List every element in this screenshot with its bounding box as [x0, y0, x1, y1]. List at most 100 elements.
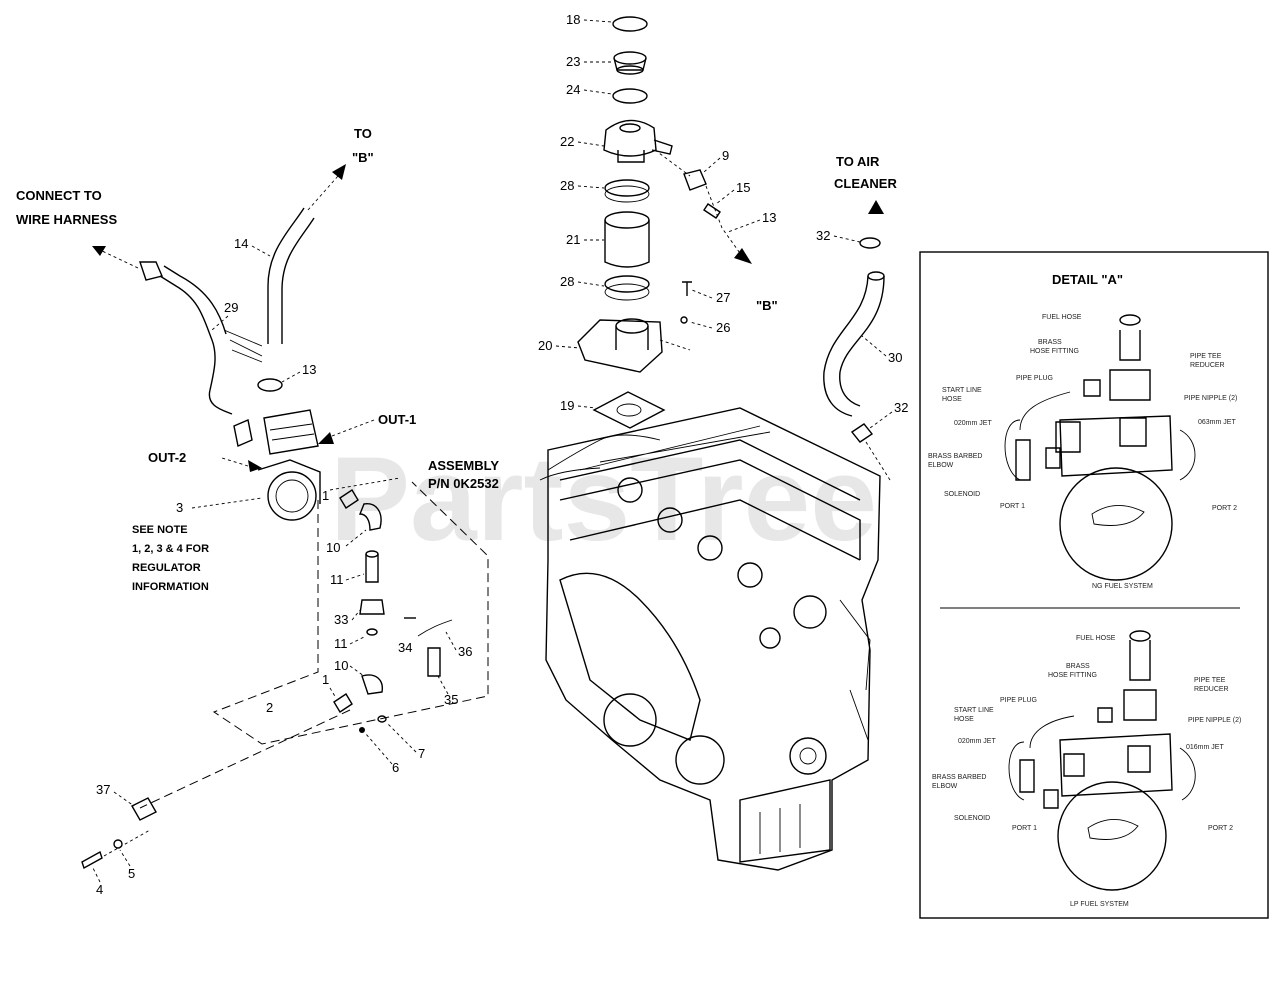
- part-30-hose: [823, 271, 885, 417]
- callout-2: 2: [266, 700, 273, 715]
- ng-elbow-1: BRASS BARBED: [928, 453, 982, 460]
- part-22-housing: [603, 119, 673, 163]
- lead-36: [445, 631, 457, 651]
- part-7-fitting: [377, 715, 387, 723]
- lead-4: [91, 865, 101, 883]
- ng-fuel-system-drawing: [1004, 314, 1196, 581]
- ng-fuel-hose: FUEL HOSE: [1042, 314, 1082, 321]
- arrow-harness: [92, 246, 106, 256]
- part-28-clamp-upper: [604, 179, 650, 203]
- ng-solenoid: SOLENOID: [944, 491, 980, 498]
- part-37-grommet: [131, 797, 157, 821]
- lead-18: [583, 19, 613, 23]
- callout-4: 4: [96, 882, 103, 897]
- leader-bolt: [103, 829, 151, 857]
- part-27-screw: [682, 281, 692, 296]
- lp-start-line-2: HOSE: [954, 716, 974, 723]
- lp-caption: LP FUEL SYSTEM: [1070, 901, 1129, 908]
- part-26-washer: [680, 316, 688, 324]
- mount-line: [139, 709, 351, 809]
- lp-pipe-tee-2: REDUCER: [1194, 686, 1229, 693]
- part-4-bolt: [81, 850, 103, 870]
- detail-a-title: DETAIL "A": [1052, 272, 1123, 287]
- lead-11b: [349, 635, 367, 645]
- callout-29: 29: [224, 300, 238, 315]
- part-13-clamp: [257, 378, 283, 392]
- callout-19: 19: [560, 398, 574, 413]
- arrow-out1: [318, 432, 334, 444]
- callout-10-lower: 10: [334, 658, 348, 673]
- lp-elbow-1: BRASS BARBED: [932, 774, 986, 781]
- callout-26: 26: [716, 320, 730, 335]
- part-23-cap: [613, 51, 647, 75]
- lead-15: [715, 189, 735, 205]
- callout-11-lower: 11: [334, 636, 348, 651]
- arrow-to-air: [868, 200, 884, 214]
- ng-pipe-tee-reducer-1: PIPE TEE: [1190, 353, 1222, 360]
- lp-start-line-1: START LINE: [954, 707, 994, 714]
- callout-36: 36: [458, 644, 472, 659]
- note-connect-1: CONNECT TO: [16, 188, 102, 203]
- ng-brass-hose-fitting-1: BRASS: [1038, 339, 1062, 346]
- part-28-clamp-lower: [604, 275, 650, 301]
- part-3-regulator: [233, 409, 321, 521]
- callout-33: 33: [334, 612, 348, 627]
- arrow-b: [734, 248, 752, 264]
- part-5-nut: [113, 839, 123, 849]
- callout-32-lower: 32: [894, 400, 908, 415]
- ng-caption: NG FUEL SYSTEM: [1092, 583, 1153, 590]
- part-10-elbow-lower: [361, 674, 383, 695]
- lead-26: [689, 321, 713, 329]
- lp-pipe-tee-1: PIPE TEE: [1194, 677, 1226, 684]
- lp-port1: PORT 1: [1012, 825, 1037, 832]
- ng-pipe-tee-reducer-2: REDUCER: [1190, 362, 1225, 369]
- lead-10b: [349, 665, 365, 677]
- part-11-tube-lower: [366, 628, 378, 636]
- lp-port2: PORT 2: [1208, 825, 1233, 832]
- ng-jet-right: 063mm JET: [1198, 419, 1236, 426]
- note-see-2: 1, 2, 3 & 4 FOR: [132, 543, 209, 555]
- part-29-wire-harness: [139, 261, 263, 415]
- lead-6: [365, 733, 393, 765]
- part-10-elbow-upper: [358, 503, 382, 531]
- lead-3: [191, 497, 263, 509]
- note-b: "B": [756, 298, 778, 313]
- lead-28a: [577, 185, 605, 189]
- lead-27: [691, 289, 713, 299]
- engine-block: [539, 407, 881, 871]
- callout-32-upper: 32: [816, 228, 830, 243]
- lp-jet-right: 016mm JET: [1186, 744, 1224, 751]
- part-11-tube-upper: [365, 550, 379, 583]
- ng-start-line-2: HOSE: [942, 396, 962, 403]
- callout-3: 3: [176, 500, 183, 515]
- ng-port2: PORT 2: [1212, 505, 1237, 512]
- part-1-fitting-lower: [333, 693, 353, 713]
- detail-a-panel: [919, 251, 1269, 919]
- lp-brass-1: BRASS: [1066, 663, 1090, 670]
- part-14-hose: [267, 207, 315, 344]
- note-out1: OUT-1: [378, 412, 416, 427]
- note-to-air-2: CLEANER: [834, 176, 897, 191]
- lead-13b: [281, 371, 301, 383]
- part-35-bracket: [427, 647, 441, 677]
- callout-28-lower: 28: [560, 274, 574, 289]
- ng-pipe-plug: PIPE PLUG: [1016, 375, 1053, 382]
- callout-11-upper: 11: [330, 572, 344, 587]
- part-24-oring: [612, 88, 648, 104]
- part-9-fitting: [683, 169, 707, 191]
- callout-13-left: 13: [302, 362, 316, 377]
- note-to-air-1: TO AIR: [836, 154, 880, 169]
- lead-19: [577, 405, 597, 409]
- callout-23: 23: [566, 54, 580, 69]
- leader-out2: [221, 457, 249, 467]
- note-see-4: INFORMATION: [132, 581, 209, 593]
- callout-1-lower: 1: [322, 672, 329, 687]
- leader-b-line: [654, 149, 743, 257]
- note-connect-2: WIRE HARNESS: [16, 212, 117, 227]
- part-1-fitting-upper: [339, 489, 359, 509]
- note-out2: OUT-2: [148, 450, 186, 465]
- assembly-outline: [212, 481, 489, 745]
- ng-pipe-nipple: PIPE NIPPLE (2): [1184, 395, 1237, 402]
- lead-13a: [727, 219, 761, 233]
